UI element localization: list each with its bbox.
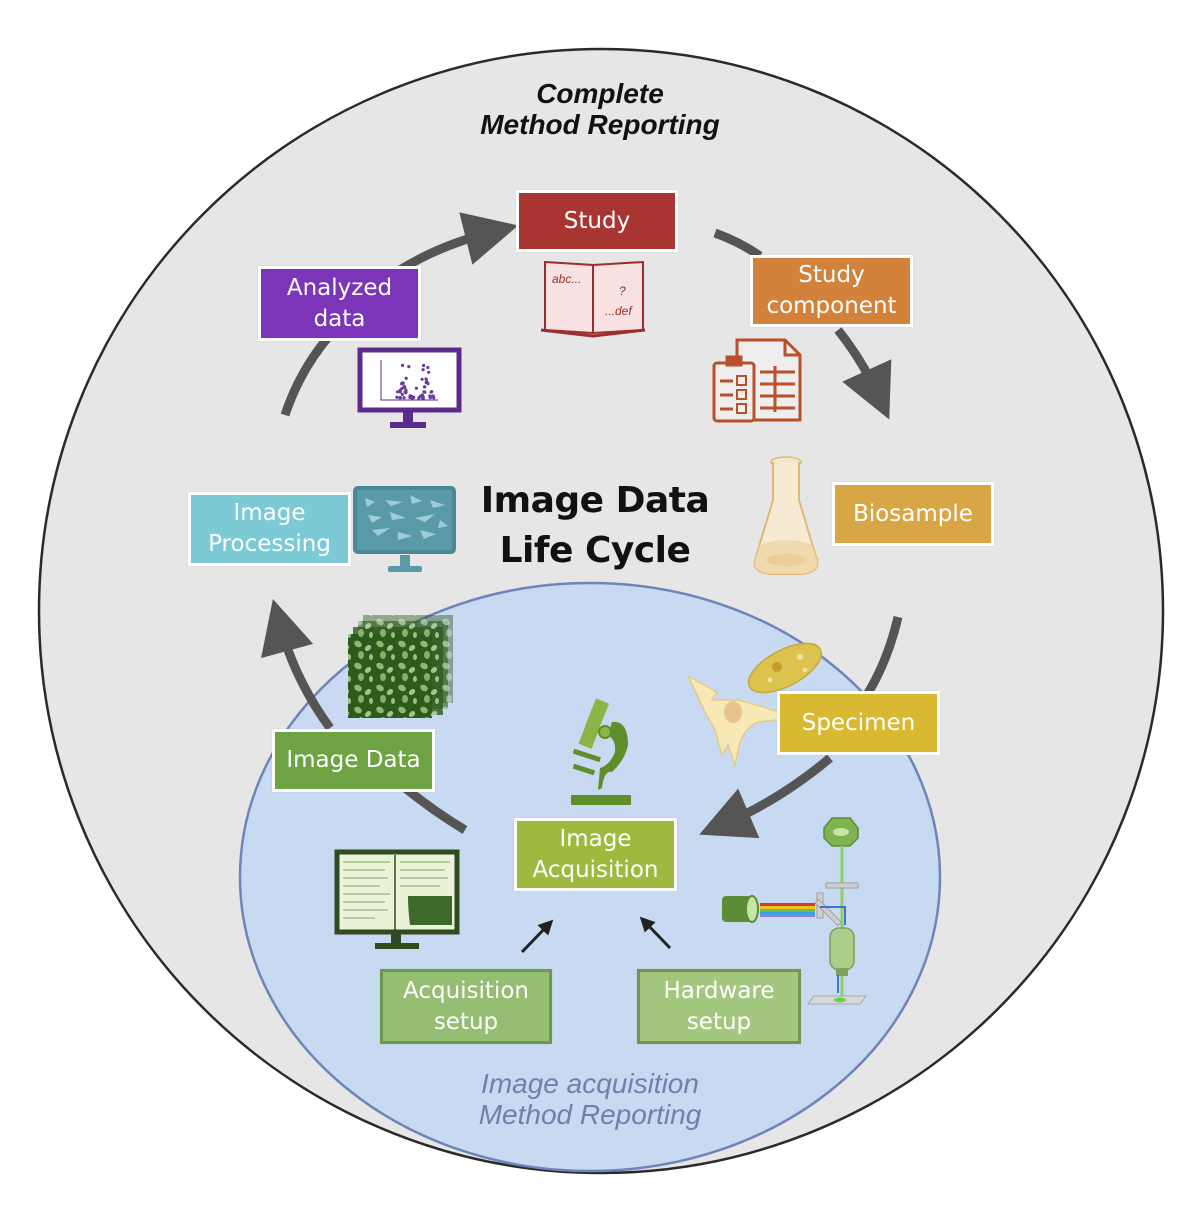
stage-biosample: Biosample [832, 482, 994, 546]
scatter-dot [395, 395, 399, 399]
stage-study-component: Study component [750, 255, 913, 327]
complete-method-reporting-label: Complete Method Reporting [480, 78, 720, 140]
scatter-dot [420, 396, 425, 400]
arrow-analyzed-to-study [397, 212, 519, 274]
scatter-dot [414, 386, 418, 390]
scatter-dot [396, 390, 400, 394]
stage-image-processing: Image Processing [188, 492, 351, 566]
scatter-dot [410, 394, 414, 399]
scatter-dot [404, 391, 408, 395]
image-acquisition-method-reporting-label: Image acquisition Method Reporting [478, 1068, 702, 1130]
monitor-scatter-plot-icon [357, 347, 462, 428]
arrow-hardware-to-acquisition [639, 916, 672, 950]
microscope-icon [571, 698, 631, 805]
scatter-dot [422, 363, 426, 368]
stage-image-data: Image Data [272, 729, 435, 792]
scatter-dot [404, 376, 408, 380]
svg-text:?: ? [619, 284, 626, 298]
monitor-software-icon [334, 849, 460, 949]
stage-image-acquisition: Image Acquisition [514, 818, 677, 891]
cells-icon [686, 642, 823, 768]
monitor-cells-icon [353, 486, 456, 572]
input-acquisition-setup: Acquisition setup [380, 969, 552, 1044]
input-hardware-setup: Hardware setup [637, 969, 801, 1044]
image-stack-icon [348, 615, 453, 718]
arrow-imagedata-to-processing [261, 598, 334, 731]
scatter-dot [427, 370, 431, 374]
stage-study: Study [516, 190, 678, 252]
arrow-study-to-component [713, 228, 763, 260]
stage-specimen: Specimen [777, 691, 940, 755]
lifecycle-arrows [261, 212, 903, 839]
scatter-dot [402, 384, 406, 388]
scatter-dot [407, 365, 411, 369]
scatter-dot [423, 385, 427, 389]
scatter-dot [398, 396, 402, 400]
scatter-dot [400, 392, 404, 396]
arrow-acqsetup-to-acquisition [520, 919, 554, 954]
erlenmeyer-flask-icon [753, 456, 819, 575]
scatter-dot [422, 390, 426, 394]
scatter-dot [402, 396, 406, 400]
scatter-dot [430, 390, 434, 394]
center-title: Image Data Life Cycle [480, 480, 710, 571]
scatter-dot [398, 389, 402, 393]
scatter-dot [417, 396, 421, 400]
arrow-biosample-to-specimen [864, 615, 903, 696]
light-path-icon [722, 817, 867, 1005]
scatter-dot [400, 363, 405, 367]
scatter-dot [401, 381, 405, 385]
scatter-dot [432, 396, 436, 400]
open-book-icon: abc... ? ...def [540, 260, 646, 338]
stage-analyzed-data: Analyzed data [258, 266, 421, 341]
scatter-dot [400, 386, 404, 391]
scatter-dot [420, 377, 424, 381]
scatter-dot [426, 382, 430, 386]
scatter-dot [429, 395, 433, 399]
clipboard-spreadsheet-icon [712, 338, 802, 423]
arrow-specimen-to-acquisition [699, 754, 833, 839]
input-arrows [520, 916, 672, 954]
scatter-dot [426, 365, 430, 370]
svg-text:...def: ...def [605, 304, 633, 318]
scatter-dot [421, 368, 425, 372]
arrow-analyzed-lower [280, 332, 334, 417]
scatter-dot [425, 379, 429, 383]
arrow-component-to-biosample [834, 327, 892, 420]
svg-text:abc...: abc... [552, 272, 581, 286]
arrow-acquisition-to-imagedata [402, 784, 468, 834]
